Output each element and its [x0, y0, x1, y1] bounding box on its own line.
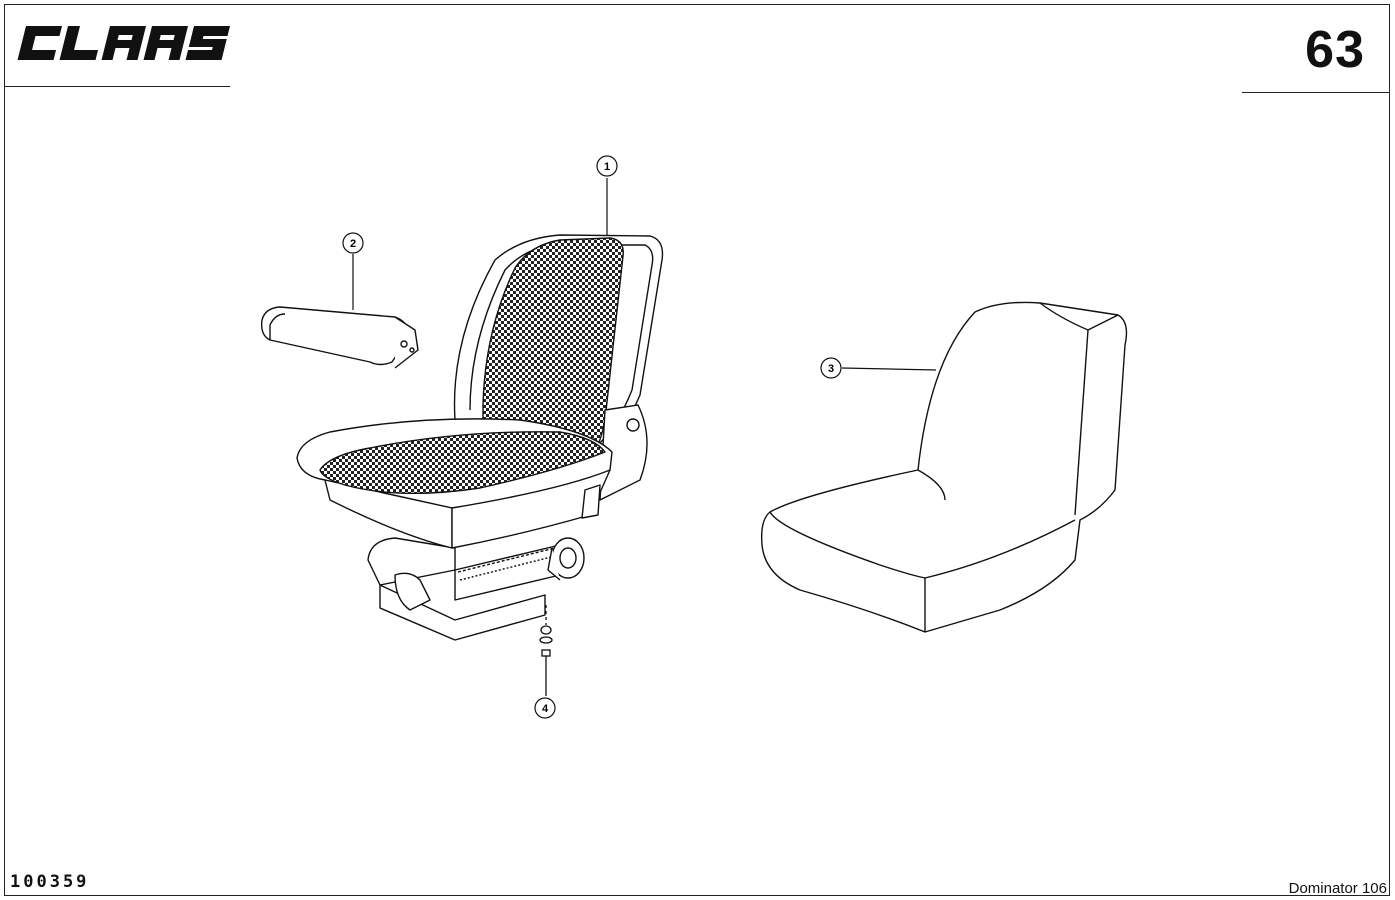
callout-2 — [342, 232, 364, 310]
claas-logo — [17, 26, 231, 60]
armrest — [260, 306, 419, 369]
callout-3 — [820, 357, 937, 379]
seat-cover — [760, 301, 1128, 633]
model-name: Dominator 106 — [1288, 880, 1387, 897]
logo-underline — [5, 86, 230, 87]
callout-3-label: 3 — [828, 363, 834, 375]
callout-4-label: 4 — [542, 703, 549, 715]
callout-1 — [596, 155, 618, 236]
document-code: 100359 — [10, 872, 90, 892]
page-frame — [4, 4, 1390, 896]
driver-seat — [296, 234, 664, 641]
callout-2-label: 2 — [350, 238, 356, 250]
callout-4 — [534, 697, 556, 719]
page-number-underline — [1242, 92, 1390, 93]
callout-1-label: 1 — [604, 161, 610, 173]
mounting-hardware — [539, 605, 553, 696]
page-number: 63 — [1305, 21, 1365, 79]
